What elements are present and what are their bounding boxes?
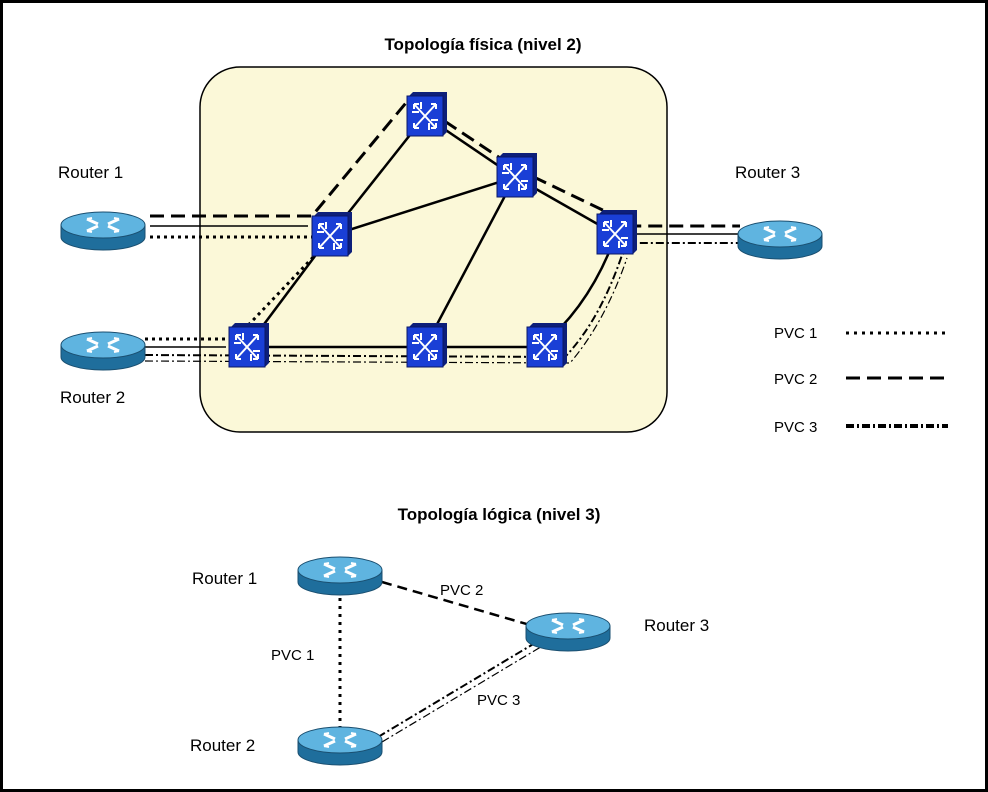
pvc2-path [150,96,740,228]
router-icon [296,555,384,597]
logical-pvc3-line [377,639,541,738]
frame-relay-switch-icon [406,91,448,137]
logical-pvc3-label: PVC 3 [477,692,520,709]
logical-router2-label: Router 2 [190,736,255,755]
logical-pvc1-label: PVC 1 [271,647,314,664]
legend: PVC 1 PVC 2 PVC 3 [774,325,948,436]
logical-router1-label: Router 1 [192,569,257,588]
frame-relay-switch-icon [311,211,353,257]
logical-links [338,580,545,743]
logical-pvc2-label: PVC 2 [440,582,483,599]
frame-relay-switch-icon [496,152,538,198]
legend-pvc1-label: PVC 1 [774,325,817,342]
physical-router3-label: Router 3 [735,163,800,182]
legend-pvc3-label: PVC 3 [774,419,817,436]
frame-relay-switch-icon [596,209,638,255]
frame-relay-switch-icon [526,322,568,368]
logical-router3-label: Router 3 [644,616,709,635]
physical-title: Topología física (nivel 2) [384,35,581,54]
trunk-link [329,175,516,238]
logical-title: Topología lógica (nivel 3) [398,505,601,524]
router-icon [736,219,824,261]
frame-relay-switch-icon [406,322,448,368]
router-icon [59,330,147,372]
legend-pvc2-label: PVC 2 [774,371,817,388]
router-icon [524,611,612,653]
router-icon [296,725,384,767]
pvc3-path-shadow [144,257,628,364]
router-icon [59,210,147,252]
trunk-link [423,176,517,348]
physical-router2-label: Router 2 [60,388,125,407]
logical-pvc2-line [381,580,531,627]
physical-router1-label: Router 1 [58,163,123,182]
frame-relay-switch-icon [228,322,270,368]
